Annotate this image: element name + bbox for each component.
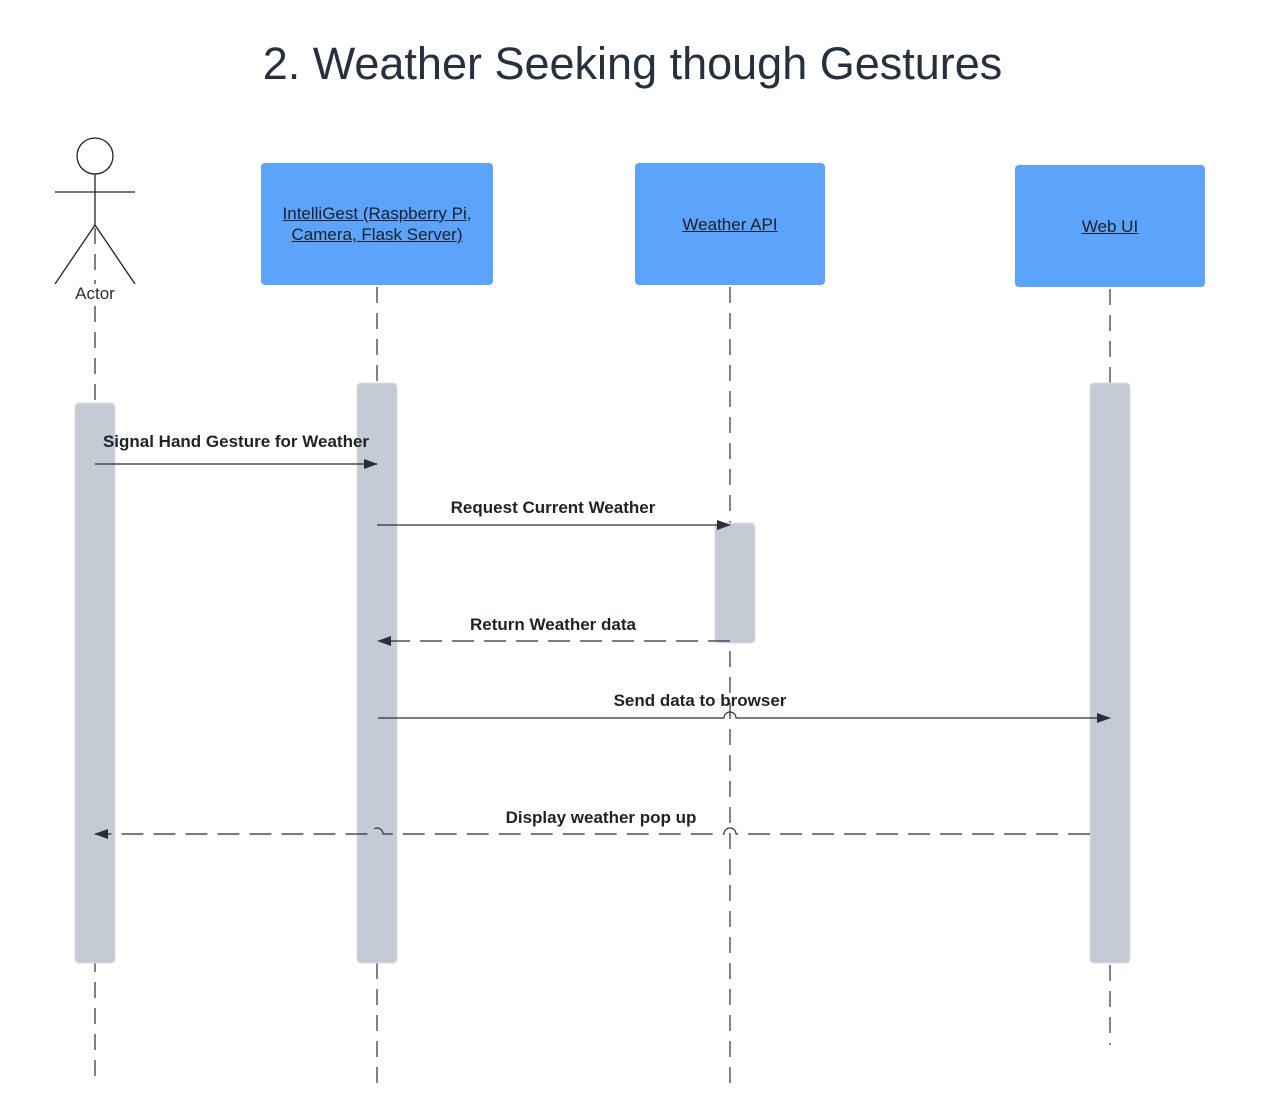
activation-bar-intelligest [356,382,398,964]
participant-intelligest: IntelliGest (Raspberry Pi, Camera, Flask… [261,163,493,285]
activation-bar-actor [74,402,116,964]
participant-label: Weather API [682,214,778,234]
message-label-display-popup: Display weather pop up [505,808,697,827]
participant-label: IntelliGest (Raspberry Pi, Camera, Flask… [282,204,472,244]
activation-bar-web-ui [1089,382,1131,964]
message-label-return-weather: Return Weather data [470,615,636,634]
message-label-signal-gesture: Signal Hand Gesture for Weather [102,432,370,451]
participant-web-ui: Web UI [1015,165,1205,287]
activation-bar-weather-api [714,522,756,644]
participant-weather-api: Weather API [635,163,825,285]
page-title: 2. Weather Seeking though Gestures [262,38,1003,89]
message-label-request-weather: Request Current Weather [450,498,656,517]
actor-stick-figure-icon [54,137,136,285]
message-arrow-display-popup [94,827,1090,839]
participant-label: Web UI [1081,216,1139,236]
message-arrow-send-to-browser [378,711,1111,723]
message-label-send-to-browser: Send data to browser [613,691,787,710]
actor-label: Actor [55,284,135,304]
